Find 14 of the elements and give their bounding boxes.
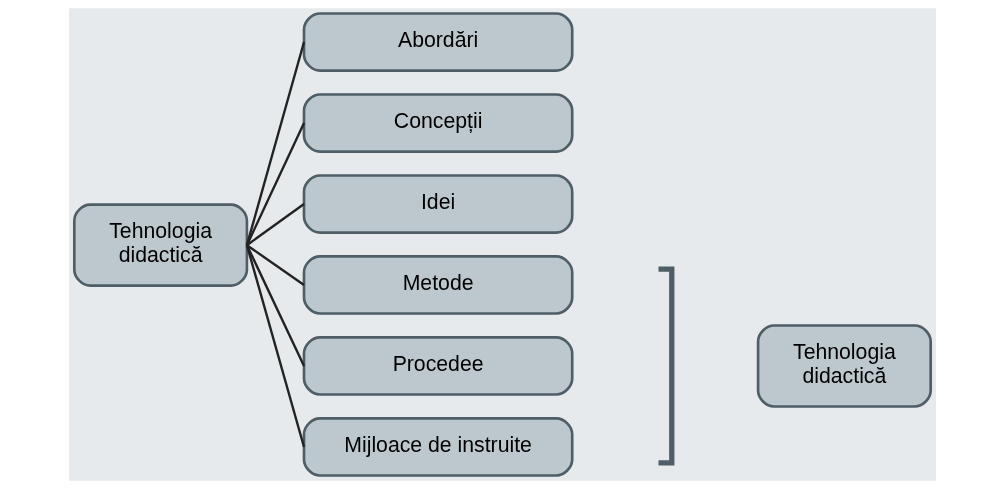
node-box: Tehnologia didactică xyxy=(72,203,248,287)
node-box: Procedee xyxy=(302,336,574,396)
node-box: Metode xyxy=(302,255,574,315)
node-box: Abordări xyxy=(302,12,574,72)
connector xyxy=(245,203,305,247)
connector xyxy=(245,41,305,246)
node-box: Idei xyxy=(302,174,574,234)
node-box: Concepții xyxy=(302,93,574,153)
node-box: Mijloace de instruite xyxy=(302,417,574,477)
connector xyxy=(245,122,305,246)
connector xyxy=(245,244,305,367)
connector xyxy=(245,244,305,448)
connector xyxy=(245,244,305,286)
node-box: Tehnologia didactică xyxy=(756,324,932,408)
